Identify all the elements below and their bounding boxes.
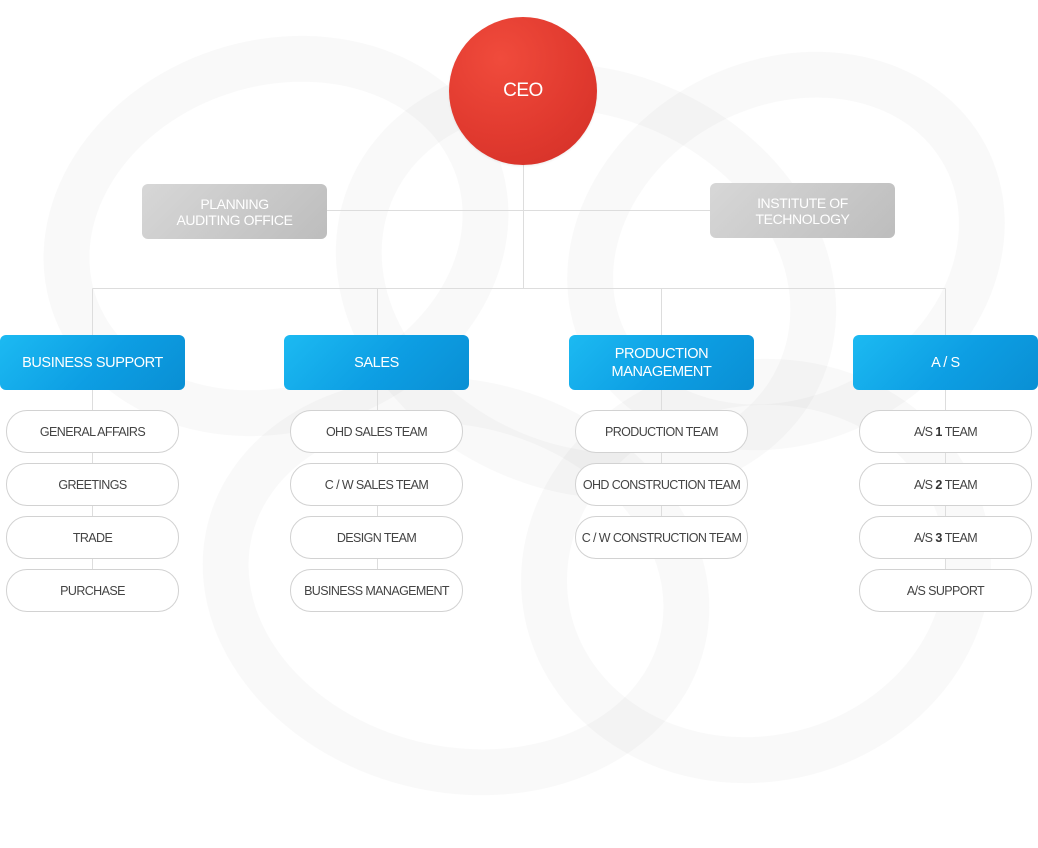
team-label: C / W CONSTRUCTION TEAM: [581, 530, 742, 545]
team-node: OHD SALES TEAM: [290, 410, 463, 453]
team-suffix: TEAM: [944, 477, 978, 492]
planning-line-1: PLANNING: [200, 195, 269, 212]
team-node: DESIGN TEAM: [290, 516, 463, 559]
team-number: 3: [935, 530, 942, 545]
team-prefix: A/S: [913, 530, 933, 545]
team-label: GREETINGS: [58, 477, 127, 492]
dept-label-line-2: MANAGEMENT: [611, 363, 712, 380]
team-node: GENERAL AFFAIRS: [6, 410, 179, 453]
ceo-node: CEO: [449, 17, 597, 165]
team-prefix: A/S: [913, 477, 933, 492]
dept-production-management: PRODUCTION MANAGEMENT: [569, 335, 754, 390]
team-label: PRODUCTION TEAM: [605, 424, 719, 439]
team-label: TRADE: [72, 530, 113, 545]
institute-line-1: INSTITUTE OF: [757, 194, 848, 211]
team-label: C / W SALES TEAM: [324, 477, 429, 492]
team-suffix: TEAM: [944, 530, 978, 545]
planning-auditing-office-node: PLANNING AUDITING OFFICE: [142, 184, 327, 239]
team-node: C / W CONSTRUCTION TEAM: [575, 516, 748, 559]
team-node: GREETINGS: [6, 463, 179, 506]
team-suffix: TEAM: [944, 424, 978, 439]
team-prefix: A/S: [913, 424, 933, 439]
dept-after-service: A / S: [853, 335, 1038, 390]
dept-label: A / S: [931, 354, 960, 371]
dept-label-line-1: PRODUCTION: [614, 345, 709, 362]
team-node: A/S SUPPORT: [859, 569, 1032, 612]
dept-label: BUSINESS SUPPORT: [22, 354, 163, 371]
team-label: GENERAL AFFAIRS: [39, 424, 146, 439]
dept-sales: SALES: [284, 335, 469, 390]
team-number: 1: [935, 424, 942, 439]
team-label: DESIGN TEAM: [336, 530, 417, 545]
team-label: A/S SUPPORT: [906, 583, 985, 598]
team-label: OHD CONSTRUCTION TEAM: [582, 477, 741, 492]
team-label: PURCHASE: [60, 583, 125, 598]
team-node: C / W SALES TEAM: [290, 463, 463, 506]
institute-line-2: TECHNOLOGY: [755, 210, 850, 227]
planning-line-2: AUDITING OFFICE: [176, 211, 293, 228]
team-node: OHD CONSTRUCTION TEAM: [575, 463, 748, 506]
dept-label: SALES: [354, 354, 399, 371]
team-node: BUSINESS MANAGEMENT: [290, 569, 463, 612]
ceo-label: CEO: [503, 80, 543, 101]
dept-business-support: BUSINESS SUPPORT: [0, 335, 185, 390]
team-node: PURCHASE: [6, 569, 179, 612]
team-node: TRADE: [6, 516, 179, 559]
team-label: OHD SALES TEAM: [325, 424, 428, 439]
institute-of-technology-node: INSTITUTE OF TECHNOLOGY: [710, 183, 895, 238]
team-label: BUSINESS MANAGEMENT: [304, 583, 449, 598]
team-node: PRODUCTION TEAM: [575, 410, 748, 453]
team-number: 2: [935, 477, 942, 492]
